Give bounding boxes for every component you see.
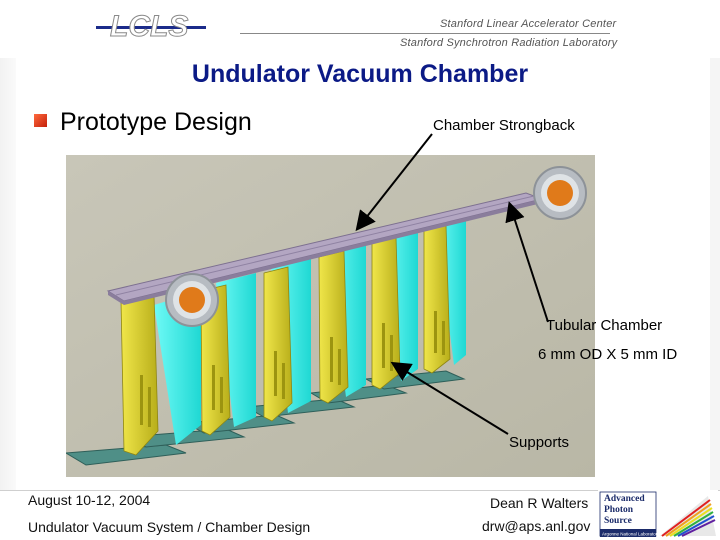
slide-title: Undulator Vacuum Chamber [191,60,529,88]
footer-course: Undulator Vacuum System / Chamber Design [28,519,311,535]
footer-date: August 10-12, 2004 [28,492,151,508]
lab-name-ssrl: Stanford Synchrotron Radiation Laborator… [400,37,618,49]
bullet-text: Prototype Design [60,108,252,136]
header: LCLS Stanford Linear Accelerator Center … [0,0,720,58]
right-margin-bar [710,58,720,490]
callout-supports: Supports [509,434,570,451]
footer-divider [0,490,720,491]
footer-email: drw@aps.anl.gov [482,518,591,534]
aps-line3: Source [604,516,632,526]
logo-text: LCLS [110,10,188,43]
lab-name-slac: Stanford Linear Accelerator Center [440,18,617,30]
tubular-chamber-end-near [165,273,219,327]
callout-tubular: Tubular Chamber [546,317,663,334]
callout-tubular-dims: 6 mm OD X 5 mm ID [538,346,678,363]
bullet-icon [34,114,47,127]
support-panels-cyan [154,217,466,445]
chamber-render [66,155,595,477]
aps-line4: Argonne National Laboratory [602,532,660,537]
callout-strongback: Chamber Strongback [433,117,575,134]
rainbow-icon [660,496,716,537]
header-divider [240,33,610,34]
aps-line1: Advanced [604,494,645,504]
tubular-chamber-end-far [533,166,587,220]
upright-slots [140,311,445,427]
aps-line2: Photon [604,505,634,515]
lcls-logo: LCLS [96,10,206,44]
aps-logo: Advanced Photon Source Argonne National … [598,490,718,540]
left-margin-bar [0,58,16,490]
footer-author: Dean R Walters [490,495,589,511]
